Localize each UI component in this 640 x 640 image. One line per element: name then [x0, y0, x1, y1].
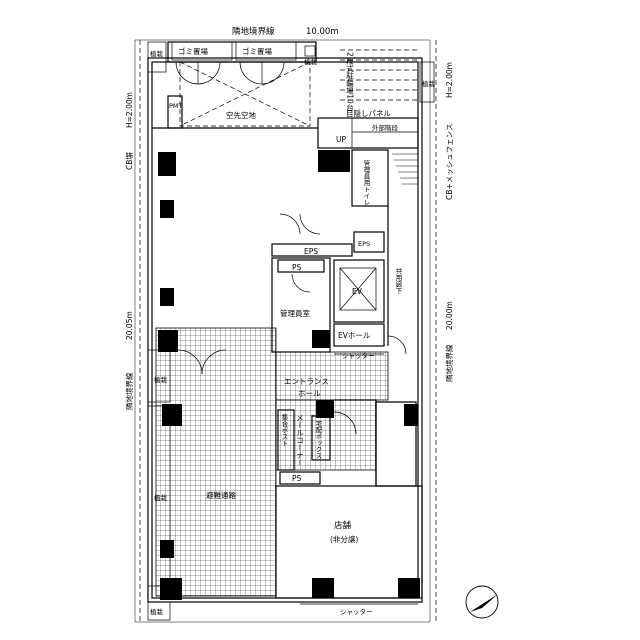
planting-left-2: [147, 405, 171, 587]
ps-1: [277, 259, 325, 273]
garbage-doors: [175, 61, 285, 85]
label-garbage-2: ゴミ置場: [242, 46, 272, 56]
planting-bottom: [147, 601, 171, 621]
elevator-shaft: [333, 259, 385, 323]
label-eps-1: EPS: [304, 247, 318, 256]
label-mail-corner: メールコーナー: [295, 414, 304, 467]
label-ev: EV: [352, 287, 363, 296]
site-boundary: [134, 39, 431, 623]
label-eps-2: EPS: [358, 240, 370, 248]
ev-hall: [333, 323, 385, 347]
label-planting-top: 植栽: [150, 49, 164, 58]
label-parking: 2段式駐輪場10台: [345, 52, 354, 112]
label-outdoor-stair: 外部階段: [372, 123, 399, 132]
label-planting-left-2: 植栽: [154, 493, 168, 502]
label-road-boundary-top: 隣地境界線: [232, 26, 275, 37]
stair-area: [317, 117, 419, 149]
ps-2: [279, 471, 321, 485]
label-empty-lot: 空先空地: [226, 110, 256, 120]
entrance-hall-area: [275, 351, 389, 401]
eps-2: [353, 231, 385, 253]
label-ps-1: PS: [292, 263, 302, 272]
empty-lot: [179, 61, 311, 127]
label-evacuation: 避難通路: [206, 490, 236, 500]
evacuation-path: [155, 327, 277, 597]
label-garbage-1: ゴミ置場: [178, 46, 208, 56]
label-right-boundary: 隣地境界線: [444, 344, 454, 382]
structural-columns: [158, 152, 420, 600]
label-planting-left-1: 植栽: [154, 375, 168, 384]
stair-steps: [390, 147, 418, 185]
label-top-dimension: 10.00m: [306, 27, 339, 37]
label-mgmt-toilet: 管理員用トイレ: [362, 159, 370, 206]
label-right-dimension: 20.00m: [445, 301, 454, 330]
label-up: UP: [336, 135, 346, 144]
label-delivery-box: 宅配ボックス: [314, 419, 322, 460]
label-shutter-2: シャッター: [340, 607, 373, 616]
label-entrance-2: ホール: [298, 389, 321, 398]
label-shutter-1: シャッター: [342, 351, 375, 360]
eps-1: [271, 243, 353, 257]
label-shop: 店舗: [334, 520, 352, 531]
planting-top-right: [419, 61, 435, 103]
label-ev-hall: EVホール: [338, 331, 371, 340]
label-right-fence: CB+メッシュフェンス: [445, 123, 454, 200]
north-arrow-icon: [465, 585, 499, 619]
planting-top-left: [147, 41, 167, 73]
mgmt-toilet-room: [351, 149, 389, 207]
label-mgmt-room: 管理員室: [280, 308, 310, 318]
label-mailbox: 集合ポスト: [280, 413, 288, 447]
label-cb-height: H=2.00m: [125, 92, 134, 128]
shop: [275, 485, 423, 599]
label-cb-wall: CB塀: [124, 152, 134, 170]
mail-corner: [277, 409, 295, 471]
label-entrance-1: エントランス: [284, 377, 329, 386]
label-right-fence-height: H=2.00m: [445, 62, 454, 98]
label-planting-bottom: 植栽: [150, 607, 164, 616]
building-outline: [147, 57, 423, 603]
bicycle-parking: [340, 49, 420, 101]
door-arc: [279, 213, 301, 235]
label-planting-right: 植栽: [422, 79, 436, 88]
label-planting-top-2: 植栽: [304, 57, 318, 66]
label-left-dimension: 20.05m: [125, 311, 134, 340]
label-ps-2: PS: [292, 474, 302, 483]
label-shop-note: (非分譲): [330, 534, 358, 544]
label-panel: 目隠しパネル: [346, 108, 391, 118]
label-pmt: PMT: [169, 102, 183, 110]
label-left-boundary: 隣地境界線: [124, 372, 134, 410]
label-common-corridor: 共用廊下: [394, 267, 402, 296]
